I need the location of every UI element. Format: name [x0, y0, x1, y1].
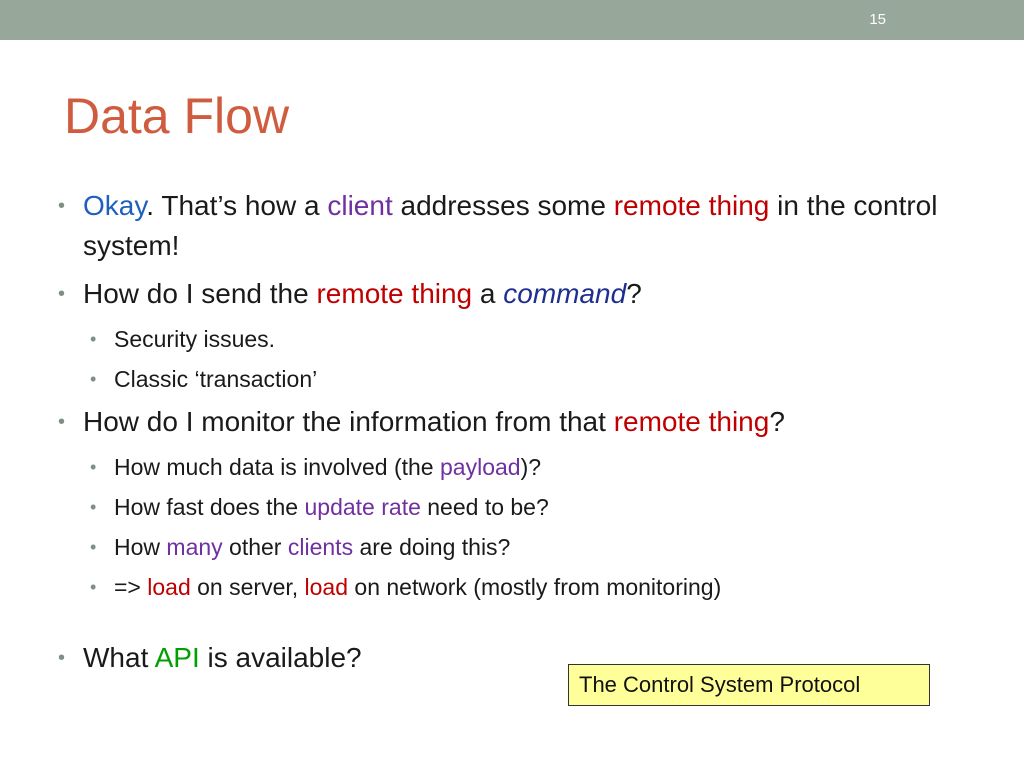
text: How do I send the: [83, 278, 317, 309]
text: other: [222, 534, 288, 560]
text: Security issues.: [114, 326, 276, 352]
bullet-dot-icon: •: [90, 537, 97, 557]
text: How: [114, 534, 167, 560]
sub-bullet-update-rate: • How fast does the update rate need to …: [58, 490, 958, 524]
bullet-dot-icon: •: [90, 577, 97, 597]
text-okay: Okay: [83, 190, 147, 221]
text: addresses some: [392, 190, 614, 221]
bullet-dot-icon: •: [90, 497, 97, 517]
bullet-list: • Okay. That’s how a client addresses so…: [58, 186, 958, 686]
bullet-okay: • Okay. That’s how a client addresses so…: [58, 186, 958, 266]
text: How do I monitor the information from th…: [83, 406, 614, 437]
bullet-dot-icon: •: [90, 329, 97, 349]
text: ?: [626, 278, 642, 309]
sub-bullet-security: • Security issues.: [58, 322, 958, 356]
text: . That’s how a: [146, 190, 328, 221]
text-load: load: [304, 574, 349, 600]
bullet-monitor: • How do I monitor the information from …: [58, 402, 958, 442]
sub-bullet-clients: • How many other clients are doing this?: [58, 530, 958, 564]
sub-bullet-transaction: • Classic ‘transaction’: [58, 362, 958, 396]
text-remote-thing: remote thing: [613, 406, 770, 437]
text: ?: [769, 406, 785, 437]
slide-number: 15: [869, 11, 886, 28]
text: need to be?: [420, 494, 549, 520]
text-command: command: [503, 278, 627, 309]
bullet-dot-icon: •: [58, 411, 66, 433]
text: on network (mostly from monitoring): [348, 574, 722, 600]
text: What: [83, 642, 155, 673]
bullet-dot-icon: •: [58, 283, 66, 305]
bullet-dot-icon: •: [90, 457, 97, 477]
text: )?: [520, 454, 542, 480]
text-client: client: [327, 190, 393, 221]
bullet-api: • What API is available?: [58, 638, 958, 678]
text: How fast does the: [114, 494, 305, 520]
text-load: load: [147, 574, 191, 600]
text: on server,: [190, 574, 305, 600]
text-update-rate: update rate: [304, 494, 421, 520]
text: Classic ‘transaction’: [114, 366, 318, 392]
text-clients: clients: [287, 534, 354, 560]
bullet-dot-icon: •: [58, 195, 66, 217]
bullet-send-command: • How do I send the remote thing a comma…: [58, 274, 958, 314]
text: a: [472, 278, 504, 309]
bullet-dot-icon: •: [58, 647, 66, 669]
spacer: [58, 610, 958, 638]
header-bar: 15: [0, 0, 1024, 40]
text: is available?: [199, 642, 362, 673]
sub-bullet-payload: • How much data is involved (the payload…: [58, 450, 958, 484]
protocol-callout-box: The Control System Protocol: [568, 664, 930, 706]
text-api: API: [154, 642, 200, 673]
text: in the control system!: [83, 190, 938, 261]
text-many: many: [166, 534, 223, 560]
sub-bullet-load: • => load on server, load on network (mo…: [58, 570, 958, 604]
text: are doing this?: [353, 534, 511, 560]
slide-title: Data Flow: [64, 88, 290, 144]
text-remote-thing: remote thing: [316, 278, 473, 309]
text-remote-thing: remote thing: [613, 190, 770, 221]
text: How much data is involved (the: [114, 454, 440, 480]
bullet-dot-icon: •: [90, 369, 97, 389]
text-payload: payload: [440, 454, 521, 480]
text: =>: [114, 574, 148, 600]
